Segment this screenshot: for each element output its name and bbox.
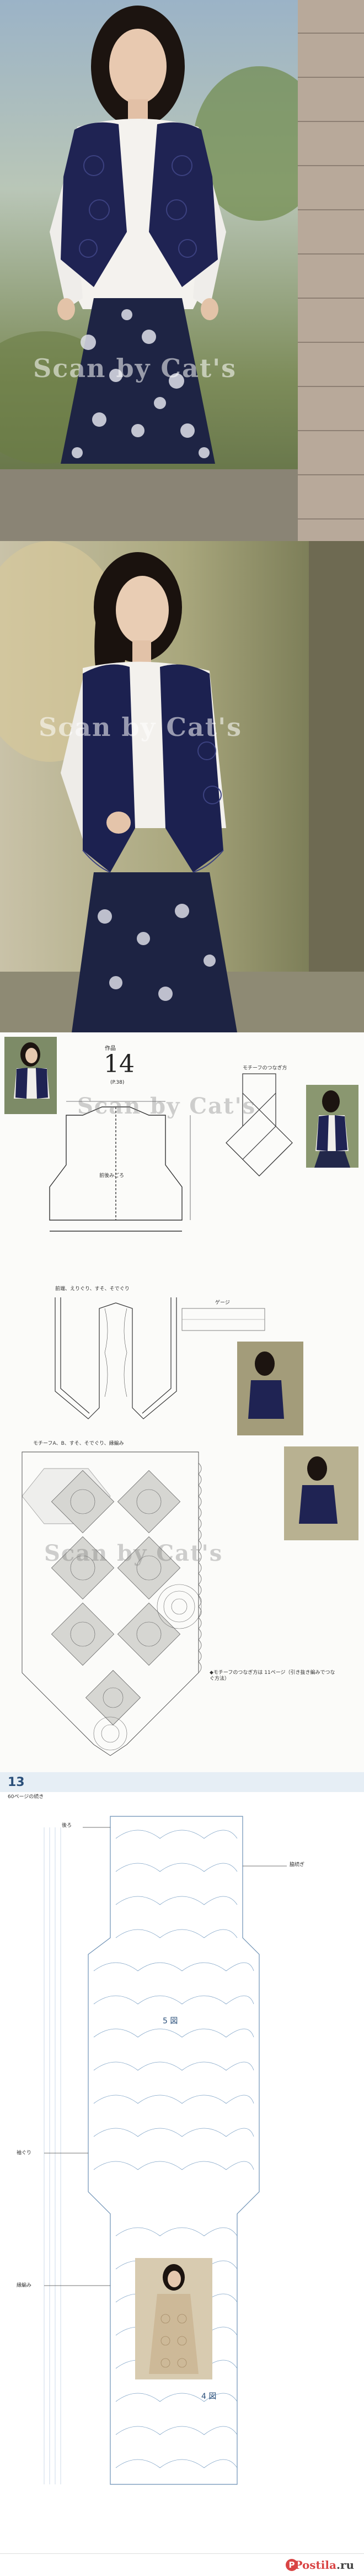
side-label: 脇続ぎ — [290, 1862, 305, 1868]
photo-panel-2: Scan by Cat's — [0, 541, 364, 1032]
back-label: 後ろ — [62, 1823, 72, 1828]
pinterest-icon[interactable]: P — [286, 2559, 298, 2571]
lower-fig-label: 4 図 — [201, 2392, 217, 2401]
pattern-page-1: 作品 14 (P.38) 前後みごろ モチーフのつなぎ方 前端、えりぐり、すそ、… — [0, 1032, 364, 1772]
center-fig-label: 5 図 — [163, 2017, 178, 2026]
model-photo-2 — [0, 541, 364, 1032]
sleeve-label: 袖ぐり — [17, 2150, 32, 2156]
item-number: 14 — [104, 1050, 135, 1078]
edge-label: 縁編み — [17, 2283, 32, 2288]
item-page-ref: (P.38) — [110, 1080, 125, 1085]
logo-part-2: .ru — [336, 2558, 354, 2572]
logo-part-1: Postila — [294, 2558, 336, 2572]
model-photo-1 — [0, 0, 364, 541]
pattern-page-2: 13 60ページの続き — [0, 1772, 364, 2553]
pattern-diagrams-2 — [44, 1816, 287, 2485]
motif-join-label: モチーフのつなぎ方 — [243, 1066, 287, 1071]
watermark-2: Scan by Cat's — [39, 712, 243, 742]
watermark-4: Scan by Cat's — [44, 1540, 223, 1566]
site-logo[interactable]: Postila.ru — [294, 2558, 354, 2572]
motif-join-note: ◆モチーフのつなぎ方は 11ページ（引き抜き編みでつなぐ方法） — [210, 1670, 335, 1682]
photo-panel-1: Scan by Cat's — [0, 0, 364, 541]
page-number: 13 — [8, 1775, 25, 1789]
page-ref: 60ページの続き — [8, 1794, 44, 1800]
front-back-label: 前後みごろ — [99, 1173, 125, 1179]
footer-bar: P Postila.ru — [0, 2553, 364, 2576]
watermark-3: Scan by Cat's — [77, 1093, 256, 1119]
motif-label: モチーフA、B、すそ、そでぐり、縁編み — [33, 1441, 124, 1446]
edging-label: 前端、えりぐり、すそ、そでぐり — [55, 1286, 130, 1292]
item-label: 作品 — [105, 1046, 116, 1052]
pattern-diagrams-1 — [4, 1037, 358, 1756]
gauge-label: ゲージ — [215, 1300, 230, 1306]
watermark-1: Scan by Cat's — [33, 353, 237, 383]
page-header-band — [0, 1772, 364, 1792]
